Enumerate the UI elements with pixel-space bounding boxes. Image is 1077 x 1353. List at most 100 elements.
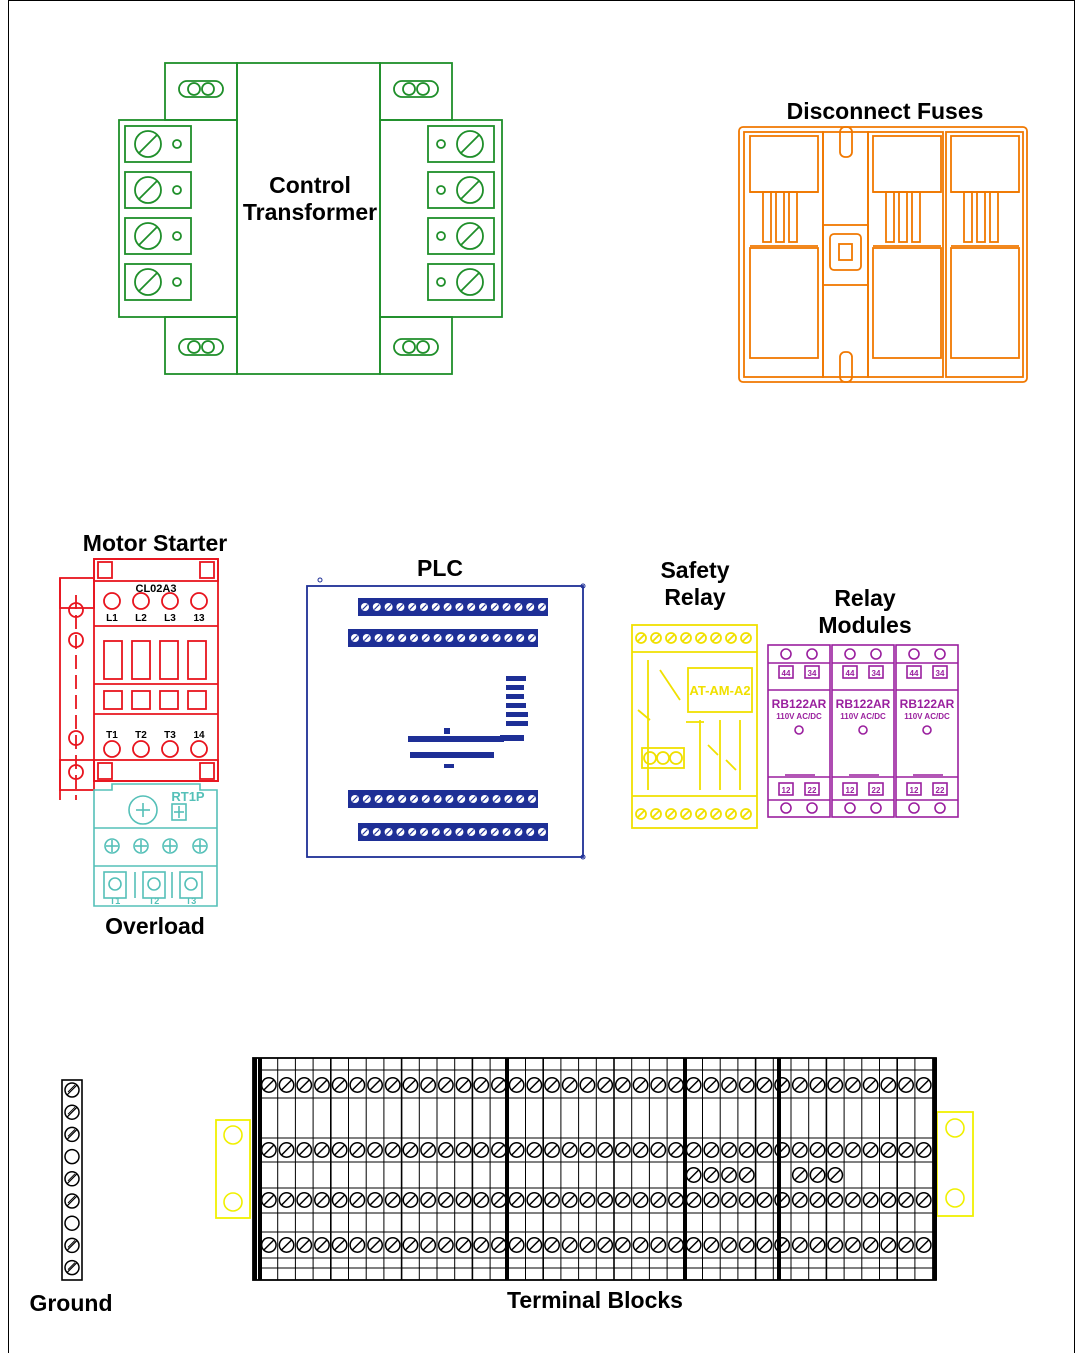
terminal-screw-slot [564,1194,576,1206]
terminal-screw [314,1237,330,1253]
terminal-screw-slot [829,1144,841,1156]
terminal-screw-slot [635,1194,647,1206]
terminal-screw-slot [281,1194,293,1206]
terminal-jumper-screw [703,1167,720,1183]
terminal-screw [791,1077,808,1093]
terminal-screw-slot [847,1079,859,1091]
terminal-screw-slot [599,1144,611,1156]
plc-terminal-slot [432,829,439,835]
terminal-screw-slot [812,1194,824,1206]
terminal-screw-slot [758,1239,770,1251]
terminal-screw [597,1142,614,1158]
plc-terminal-slot [517,635,524,641]
terminal-screw [685,1077,702,1093]
terminal-screw [845,1237,861,1253]
terminal-screw-slot [900,1079,912,1091]
plc-terminal-slot [375,796,382,802]
terminal-screw [491,1192,507,1208]
terminal-screw-slot [298,1239,310,1251]
terminal-screw [650,1142,667,1158]
terminal-jumper-slot [705,1169,717,1181]
terminal-screw-slot [564,1239,576,1251]
terminal-screw-slot [723,1079,735,1091]
terminal-screw-slot [652,1239,664,1251]
terminal-screw [296,1237,313,1253]
terminal-screw [650,1192,667,1208]
terminal-screw-slot [776,1239,788,1251]
plc-terminal-slot [517,796,524,802]
plc-terminal-slot [503,604,510,610]
terminal-screw-slot [351,1239,363,1251]
plc-terminal-slot [456,604,463,610]
terminal-screw [561,1192,578,1208]
terminal-screw [260,1192,277,1208]
terminal-screw-slot [741,1144,753,1156]
terminal-jumper-slot [723,1169,735,1181]
terminal-screw-slot [758,1144,770,1156]
motor-starter-label: Motor Starter [82,530,228,556]
terminal-screw [367,1142,383,1158]
terminal-screw [685,1237,702,1253]
terminal-screw [668,1237,684,1253]
terminal-end-plate [777,1058,781,1280]
terminal-screw [862,1142,879,1158]
plc-terminal-slot [470,796,476,802]
terminal-label: L3 [164,613,176,624]
terminal-jumper-slot [829,1169,841,1181]
terminal-screw [420,1142,437,1158]
terminal-label: T3 [186,896,197,906]
terminal-screw-slot [617,1144,629,1156]
terminal-screw [632,1237,649,1253]
terminal-screw [402,1077,419,1093]
terminal-label: T3 [164,730,176,741]
terminal-screw-slot [918,1144,930,1156]
terminal-screw-slot [334,1079,346,1091]
terminal-screw-slot [351,1079,363,1091]
terminal-screw-slot [546,1079,558,1091]
plc-terminal-slot [493,635,500,641]
plc-terminal-slot [434,635,441,641]
plc-terminal-slot [456,829,463,835]
terminal-screw [367,1077,383,1093]
disconnect-fuses-label: Disconnect Fuses [786,98,984,124]
terminal-label: 12 [910,786,919,795]
terminal-screw [880,1077,897,1093]
plc-terminal-slot [481,796,488,802]
plc-terminal-slot [385,829,392,835]
terminal-screw [915,1192,932,1208]
terminal-label: T1 [110,896,121,906]
terminal-screw [862,1237,879,1253]
terminal-label: L2 [135,613,147,624]
relay-module-rating: 110V AC/DC [776,712,822,721]
terminal-screw [845,1077,861,1093]
drawing-frame [8,0,1075,1353]
terminal-screw-slot [776,1144,788,1156]
terminal-screw [526,1142,543,1158]
terminal-screw [278,1192,295,1208]
terminal-screw [455,1192,472,1208]
terminal-screw-slot [281,1079,293,1091]
terminal-screw-slot [387,1144,399,1156]
terminal-screw [791,1237,808,1253]
terminal-screw [738,1237,755,1253]
terminal-label: 22 [872,786,881,795]
terminal-screw-slot [688,1239,700,1251]
plc-terminal-slot [422,635,429,641]
terminal-screw-slot [334,1239,346,1251]
ground-screw [64,1082,80,1098]
terminal-screw-slot [298,1194,310,1206]
ground-screw [64,1171,80,1187]
safety-relay-code: AT-AM-A2 [689,683,750,698]
terminal-screw-slot [758,1079,770,1091]
terminal-screw [703,1192,720,1208]
terminal-screw-slot [617,1079,629,1091]
ground-bar [61,1079,83,1281]
ground-screw-slot [66,1262,78,1274]
terminal-screw-slot [918,1194,930,1206]
terminal-screw-slot [794,1239,806,1251]
terminal-screw-slot [599,1239,611,1251]
terminal-screw-slot [723,1194,735,1206]
terminal-screw [827,1077,844,1093]
terminal-screw-slot [581,1079,593,1091]
terminal-screw [278,1142,295,1158]
